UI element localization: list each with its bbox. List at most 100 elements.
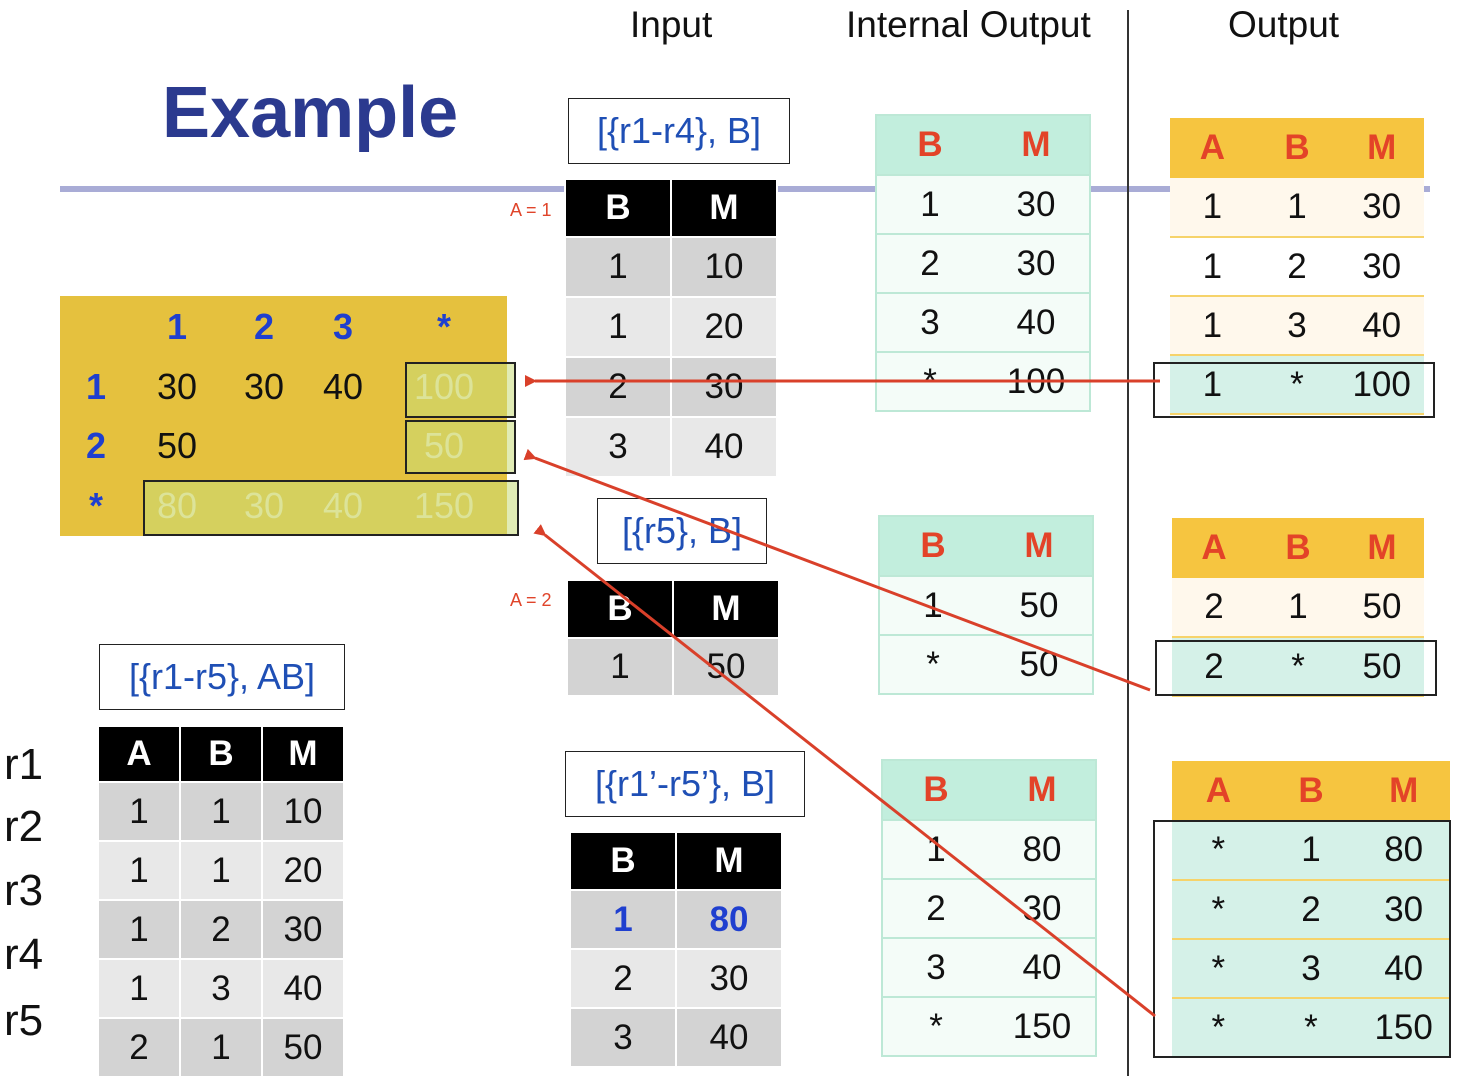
- table-cell: 30: [1357, 880, 1450, 940]
- table-cell: 50: [986, 635, 1093, 695]
- cube-value: 40: [322, 366, 364, 407]
- slide-title: Example: [162, 73, 459, 153]
- table-cell: 40: [989, 938, 1096, 998]
- table-cell: 2: [882, 879, 989, 939]
- table-cell: 3: [179, 958, 263, 1019]
- cube-row-head: 2: [85, 425, 107, 466]
- table-cell: 1: [97, 840, 181, 901]
- table-cell: 40: [1339, 296, 1424, 356]
- table-cell: 2: [564, 356, 672, 418]
- table-cell: 1: [569, 889, 677, 950]
- col-header: M: [989, 760, 1096, 821]
- table-cell: 1: [1170, 296, 1255, 356]
- table-cell: 1: [566, 637, 674, 697]
- table-cell: 80: [675, 889, 783, 950]
- table-cell: 20: [261, 840, 345, 901]
- col-header: A: [1170, 118, 1255, 178]
- col-header: B: [1256, 518, 1340, 578]
- table-cell: 2: [179, 899, 263, 960]
- table-cell: *: [1254, 355, 1340, 415]
- col-header: B: [179, 725, 263, 783]
- table-cell: 50: [986, 576, 1093, 636]
- table-cell: 1: [1170, 355, 1255, 415]
- output-frame-2: [1155, 640, 1437, 696]
- table-cell: 150: [989, 997, 1096, 1057]
- cube-highlight-total-row: [143, 480, 519, 536]
- row-label-r5: r5: [4, 996, 44, 1045]
- table-cell: 10: [670, 236, 778, 298]
- output-frame-1: [1153, 362, 1435, 418]
- table-cell: *: [879, 635, 986, 695]
- table-cell: 1: [1256, 578, 1340, 638]
- table-cell: 80: [1357, 821, 1450, 881]
- table-cell: 40: [675, 1007, 783, 1068]
- label-r1-r4-b: [{r1-r4}, B]: [568, 98, 790, 164]
- table-cell: 1: [876, 175, 983, 235]
- table-cell: 3: [1254, 296, 1340, 356]
- col-header: B: [879, 516, 986, 577]
- table-cell: 1: [179, 781, 263, 842]
- table-cell: 1: [1264, 821, 1358, 881]
- row-label-r2: r2: [4, 802, 44, 851]
- table-cell: 50: [261, 1017, 345, 1078]
- table-cell: 2: [1172, 578, 1256, 638]
- col-header: M: [983, 115, 1090, 176]
- cube-highlight-row2-total: [405, 420, 516, 474]
- table-cell: *: [1172, 939, 1265, 999]
- table-cell: 100: [1339, 355, 1424, 415]
- label-a-equals-2: A = 2: [510, 590, 552, 610]
- table-cell: 80: [989, 820, 1096, 880]
- table-row: 1*100: [1170, 355, 1424, 415]
- table-cell: 2: [1254, 237, 1340, 297]
- row-label-r4: r4: [4, 930, 44, 979]
- table-row: *50: [879, 635, 1093, 695]
- cube-highlight-row1-total: [405, 362, 516, 418]
- col-header: M: [672, 579, 780, 639]
- table-cell: 2: [1264, 880, 1358, 940]
- label-r1-r5-ab: [{r1-r5}, AB]: [99, 644, 345, 710]
- row-label-r1: r1: [4, 740, 44, 789]
- table-cell: 1: [97, 781, 181, 842]
- table-cell: 30: [1339, 178, 1424, 238]
- table-cell: 40: [983, 293, 1090, 353]
- row-label-r3: r3: [4, 866, 44, 915]
- col-header: B: [564, 178, 672, 238]
- table-cell: 1: [179, 1017, 263, 1078]
- table-cell: 1: [1170, 178, 1255, 238]
- table-cell: 2: [569, 948, 677, 1009]
- table-cell: 1: [1254, 178, 1340, 238]
- cube-value: 30: [243, 366, 285, 407]
- col-header: A: [1172, 761, 1265, 821]
- col-header: B: [882, 760, 989, 821]
- cube-value: 50: [156, 425, 198, 466]
- col-header: M: [1340, 518, 1424, 578]
- col-header: M: [675, 831, 783, 891]
- table-cell: 1: [1170, 237, 1255, 297]
- table-row: *150: [882, 997, 1096, 1057]
- divider-line: [1127, 10, 1129, 1076]
- table-cell: 1: [179, 840, 263, 901]
- table-cell: 50: [672, 637, 780, 697]
- header-internal-output: Internal Output: [846, 4, 1091, 45]
- table-cell: 2: [97, 1017, 181, 1078]
- table-cell: *: [882, 997, 989, 1057]
- table-cell: 1: [879, 576, 986, 636]
- table-row: **150: [1172, 998, 1450, 1058]
